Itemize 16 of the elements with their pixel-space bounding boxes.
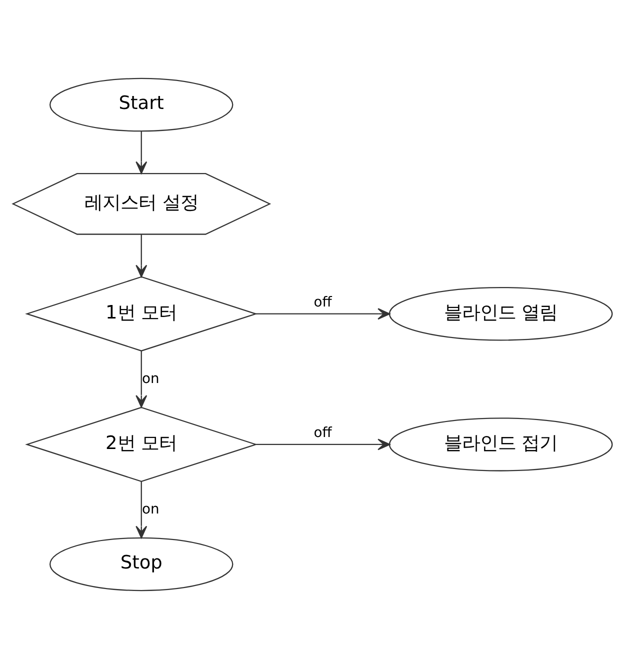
arrow [256,308,390,320]
node-diamond: 1번 모터 [25,276,258,352]
node-ellipse: Start [49,78,234,132]
arrow [136,351,148,408]
node-ellipse: Stop [49,537,234,592]
edge-label: off [314,425,332,442]
arrow [136,234,148,278]
arrow [136,482,148,538]
node-ellipse: 블라인드 열림 [388,286,613,341]
edge-label: on [142,370,160,387]
edge-label: on [142,501,160,518]
node-diamond: 2번 모터 [25,406,258,482]
arrow [256,438,390,450]
node-ellipse: 블라인드 접기 [388,418,613,472]
arrow [136,131,148,174]
edge-label: off [314,294,332,310]
